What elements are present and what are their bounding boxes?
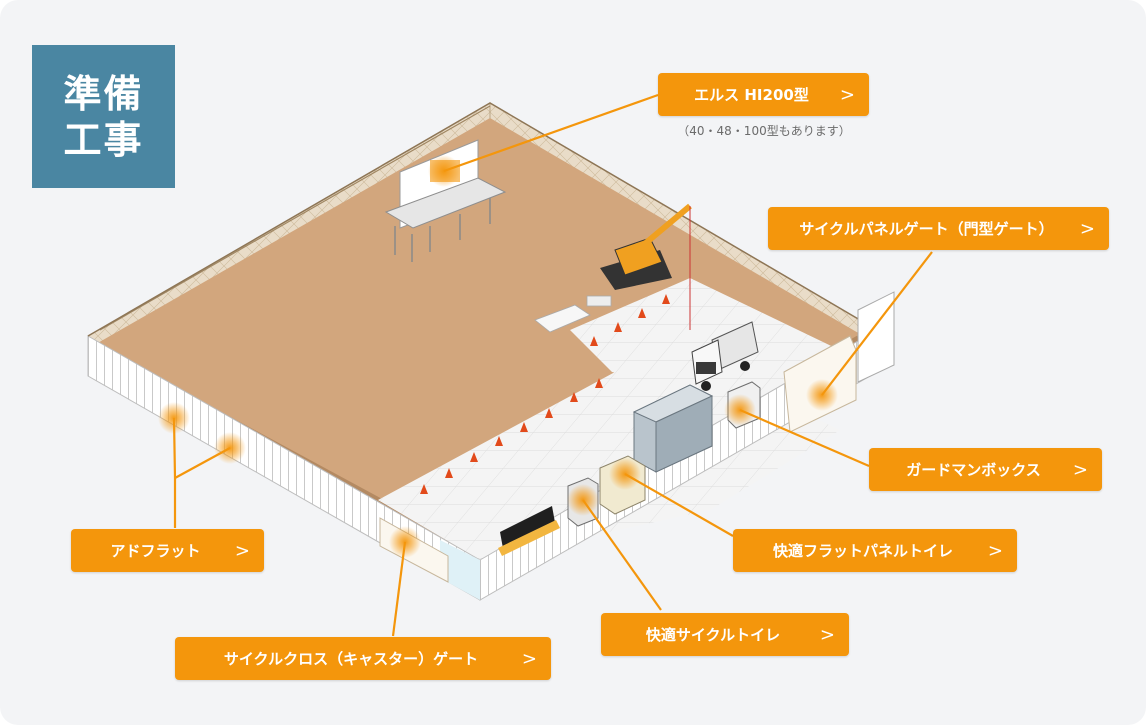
chevron-right-icon: > <box>987 540 1003 561</box>
title-line-2: 工事 <box>63 117 144 162</box>
chevron-right-icon: > <box>521 648 537 669</box>
title-line-1: 準備 <box>63 71 144 116</box>
site-office <box>632 384 714 473</box>
black-barrier <box>498 506 560 556</box>
page-title-box: 準備 工事 <box>32 45 175 188</box>
chevron-right-icon: > <box>1072 459 1088 480</box>
highlight-markers <box>158 155 838 558</box>
callout-label: サイクルパネルゲート（門型ゲート） <box>799 220 1054 238</box>
callout-flat-panel-toilet-button[interactable]: 快適フラットパネルトイレ > <box>733 529 1017 572</box>
callout-label: アドフラット <box>110 542 201 560</box>
chevron-right-icon: > <box>1079 218 1095 239</box>
callout-label: 快適サイクルトイレ <box>645 626 781 644</box>
callout-label: サイクルクロス（キャスター）ゲート <box>223 650 479 668</box>
chevron-right-icon: > <box>839 84 855 105</box>
callout-cycle-cross-gate-button[interactable]: サイクルクロス（キャスター）ゲート > <box>175 637 551 680</box>
callout-adflat-button[interactable]: アドフラット > <box>71 529 264 572</box>
callout-label: 快適フラットパネルトイレ <box>772 542 953 560</box>
callout-label: エルス HI200型 <box>694 86 809 104</box>
callout-els-button[interactable]: エルス HI200型 > <box>658 73 869 116</box>
callout-label: ガードマンボックス <box>906 461 1041 479</box>
ground-and-fences <box>87 102 878 601</box>
chevron-right-icon: > <box>819 624 835 645</box>
callout-guardman-box-button[interactable]: ガードマンボックス > <box>869 448 1102 491</box>
callout-cycle-panel-gate-button[interactable]: サイクルパネルゲート（門型ゲート） > <box>768 207 1109 250</box>
dump-truck <box>691 321 759 391</box>
leader-lines <box>172 93 933 637</box>
crane <box>534 203 692 333</box>
chevron-right-icon: > <box>234 540 250 561</box>
callout-cycle-toilet-button[interactable]: 快適サイクルトイレ > <box>601 613 849 656</box>
callout-els-note: （40・48・100型もあります） <box>677 124 851 138</box>
